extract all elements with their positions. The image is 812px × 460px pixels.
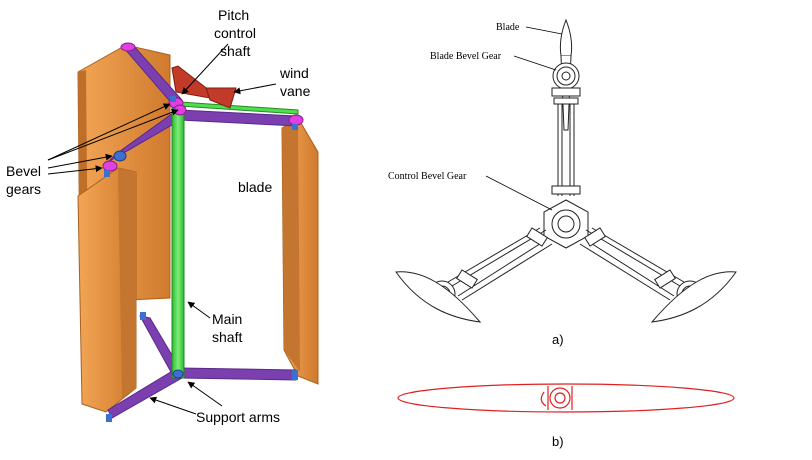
label-wind-vane: wind vane xyxy=(233,65,311,99)
blade-right xyxy=(281,117,319,385)
svg-text:control: control xyxy=(214,25,256,41)
svg-text:wind: wind xyxy=(279,65,309,81)
label-control-bevel-gear: Control Bevel Gear xyxy=(388,171,553,211)
label-pitch-control-shaft: Pitch control shaft xyxy=(181,7,256,95)
label-main-shaft: Main shaft xyxy=(187,301,242,345)
svg-text:Pitch: Pitch xyxy=(218,7,249,23)
svg-text:Blade Bevel Gear: Blade Bevel Gear xyxy=(430,51,502,62)
svg-text:gears: gears xyxy=(6,181,41,197)
svg-text:shaft: shaft xyxy=(220,43,250,59)
blade-profile-drawing xyxy=(397,383,735,413)
svg-text:vane: vane xyxy=(280,83,311,99)
svg-text:Control Bevel Gear: Control Bevel Gear xyxy=(388,171,467,182)
svg-text:Bevel: Bevel xyxy=(6,163,41,179)
rotor-line-drawing xyxy=(395,18,737,323)
blade-front-left xyxy=(77,167,137,413)
label-blade: blade xyxy=(238,179,272,195)
turbine-3d-model xyxy=(77,42,319,422)
label-blade-bevel-gear: Blade Bevel Gear xyxy=(430,51,557,71)
label-support-arms: Support arms xyxy=(149,381,280,425)
svg-text:Main: Main xyxy=(212,311,242,327)
main-shaft xyxy=(171,107,185,379)
caption-a: a) xyxy=(552,332,564,347)
caption-b: b) xyxy=(552,434,564,449)
label-bevel-gears: Bevel gears xyxy=(6,103,179,197)
bevel-gear-joints xyxy=(102,42,304,422)
label-rotor-blade: Blade xyxy=(496,22,563,35)
svg-text:shaft: shaft xyxy=(212,329,242,345)
svg-text:Support arms: Support arms xyxy=(196,409,280,425)
svg-text:Blade: Blade xyxy=(496,22,520,33)
